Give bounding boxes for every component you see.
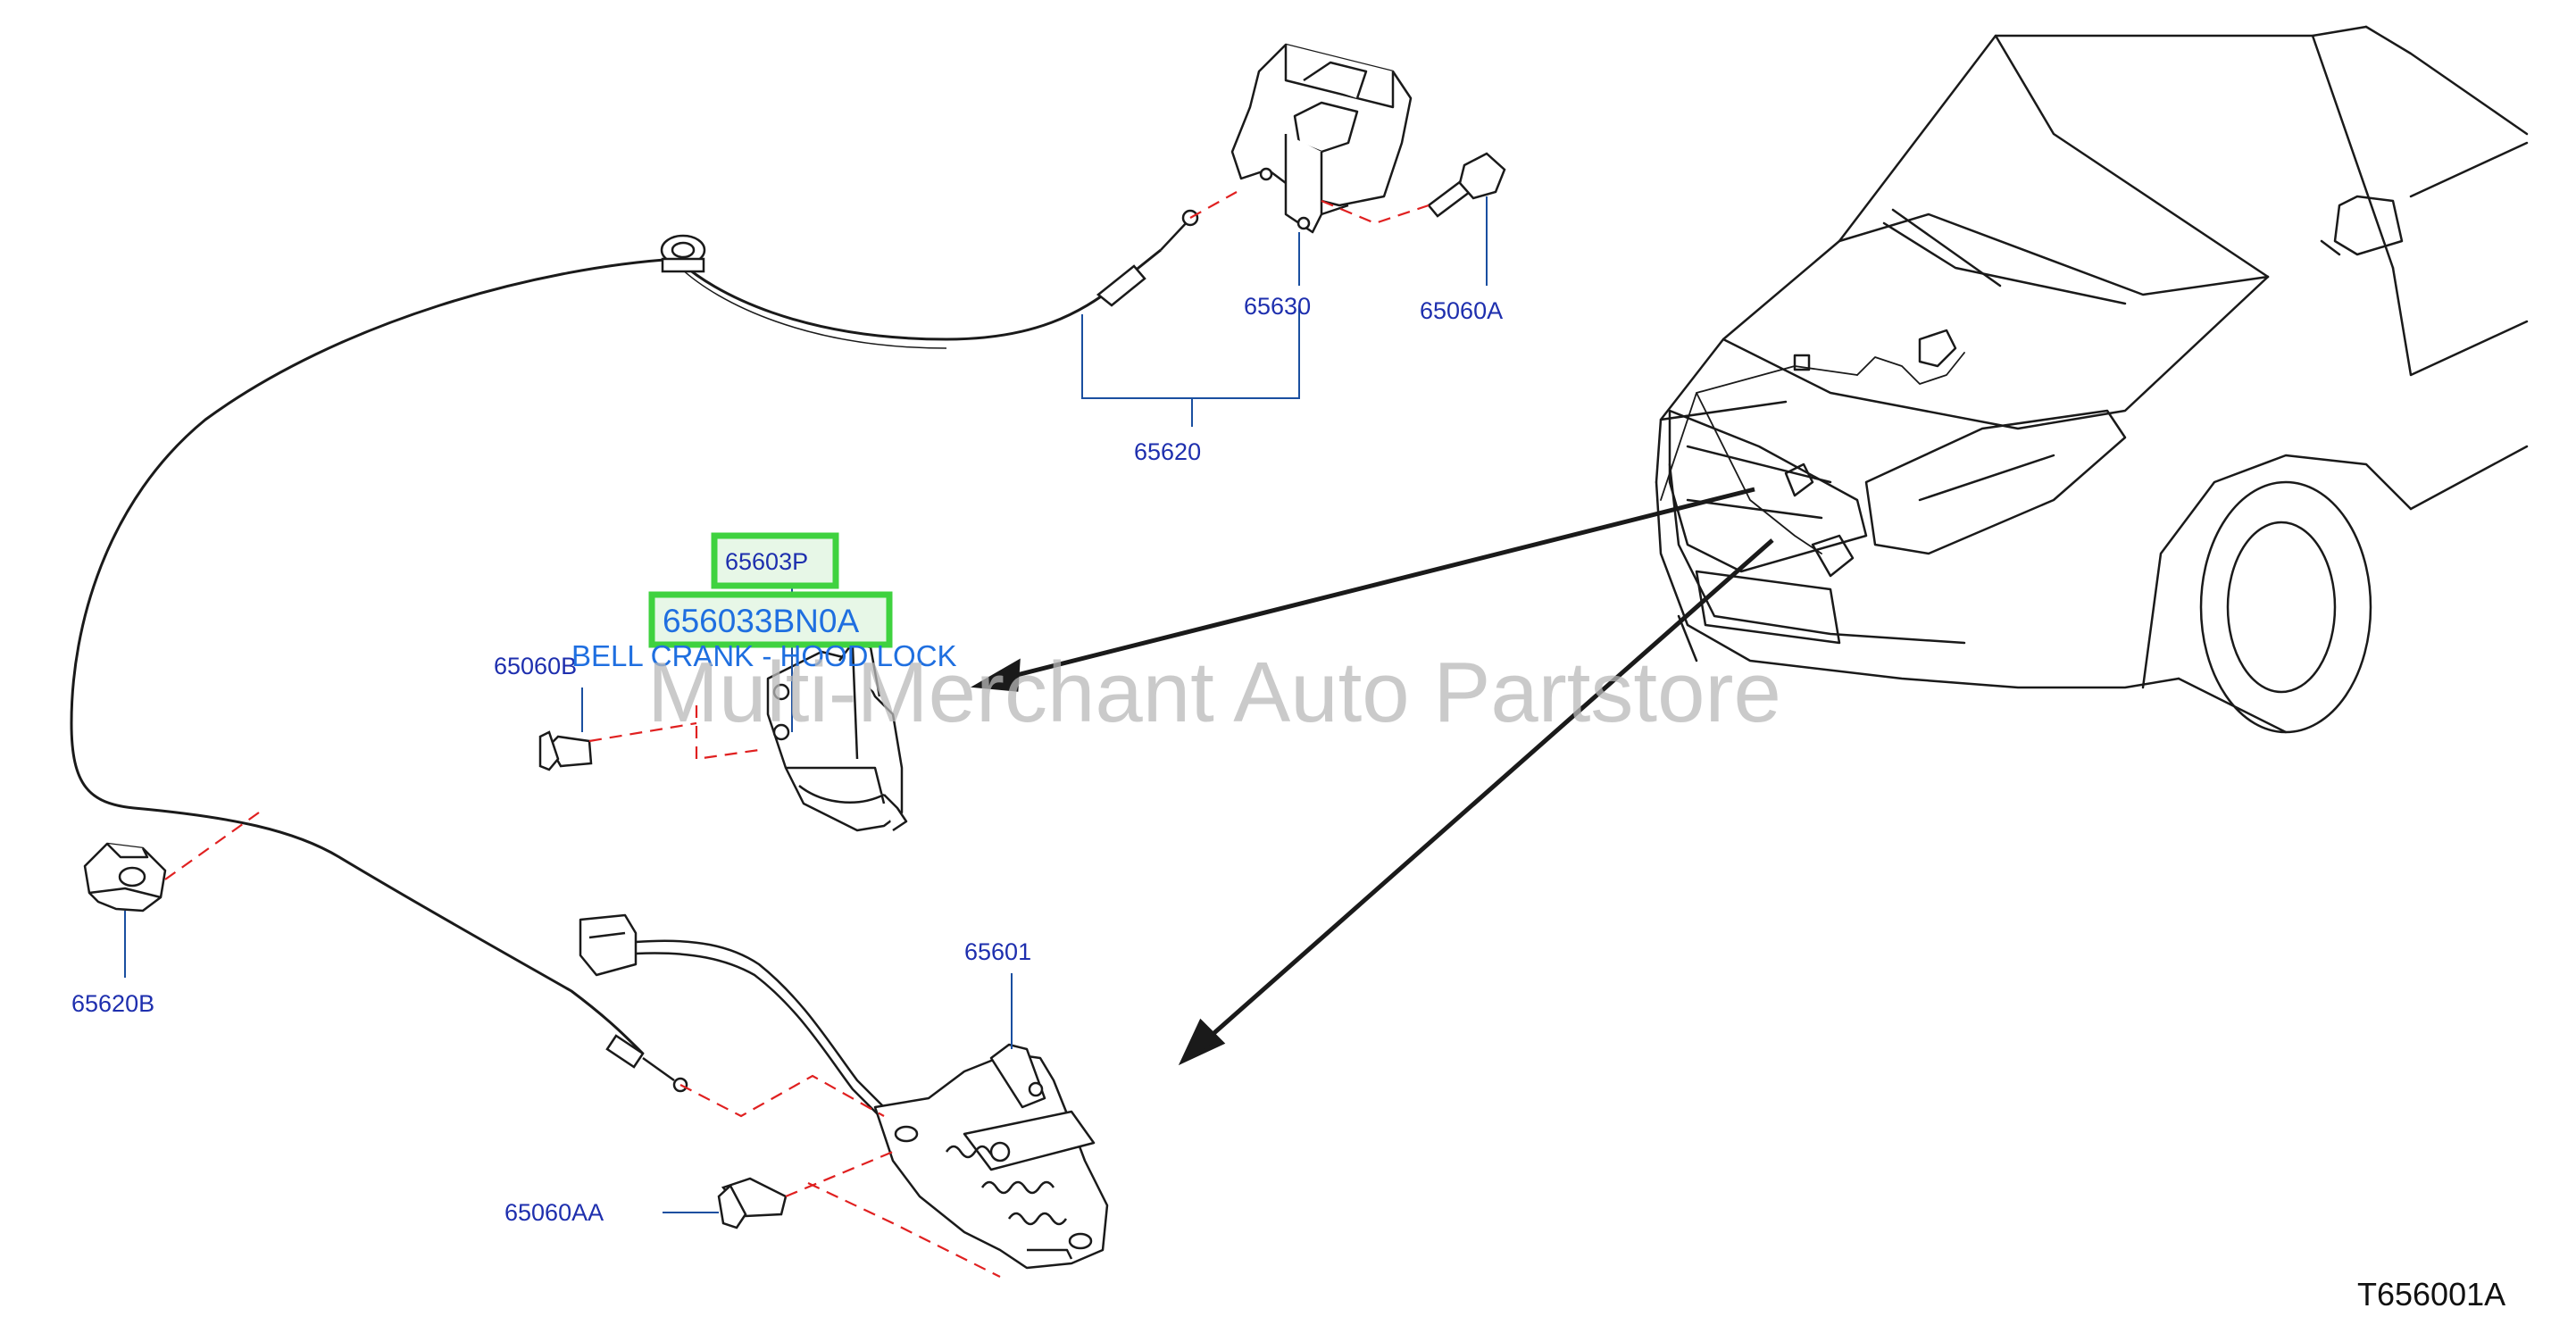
callout-arrows	[970, 487, 1774, 1066]
label-65603P[interactable]: 65603P	[725, 548, 808, 575]
dashed-leader-lines	[164, 191, 1430, 1278]
bolt-65060AA-icon	[717, 1177, 788, 1229]
label-65601[interactable]: 65601	[964, 938, 1031, 965]
part-description: BELL CRANK - HOOD LOCK	[571, 639, 957, 672]
diagram-code: T656001A	[2357, 1276, 2505, 1312]
cable-grommet	[660, 234, 706, 273]
bell-crank	[766, 641, 908, 832]
cable-clip-65620B-icon	[83, 842, 167, 912]
label-65620B[interactable]: 65620B	[71, 990, 154, 1017]
highlight-box-65603P	[711, 532, 839, 589]
bolt-65060A-icon	[1427, 152, 1506, 218]
watermark: Multi-Merchant Auto Partstore	[647, 645, 1781, 740]
cable-end-lock	[605, 1034, 688, 1093]
label-65060A[interactable]: 65060A	[1420, 297, 1503, 324]
label-65630[interactable]: 65630	[1244, 293, 1311, 320]
label-65060AA[interactable]: 65060AA	[504, 1199, 604, 1226]
label-65620[interactable]: 65620	[1134, 438, 1201, 465]
hood-release-handle	[1230, 43, 1413, 234]
bolt-65060B-icon	[538, 730, 593, 771]
hood-lock-assembly	[579, 913, 1109, 1270]
car-illustration	[1655, 25, 2529, 734]
label-65060B[interactable]: 65060B	[494, 653, 577, 679]
label-656033BN0A[interactable]: 656033BN0A	[663, 603, 859, 639]
highlight-box-656033BN0A	[648, 591, 893, 648]
hood-release-cable	[70, 248, 1162, 1055]
label-leader-lines	[124, 196, 1488, 1213]
cable-end-top	[1096, 209, 1199, 307]
